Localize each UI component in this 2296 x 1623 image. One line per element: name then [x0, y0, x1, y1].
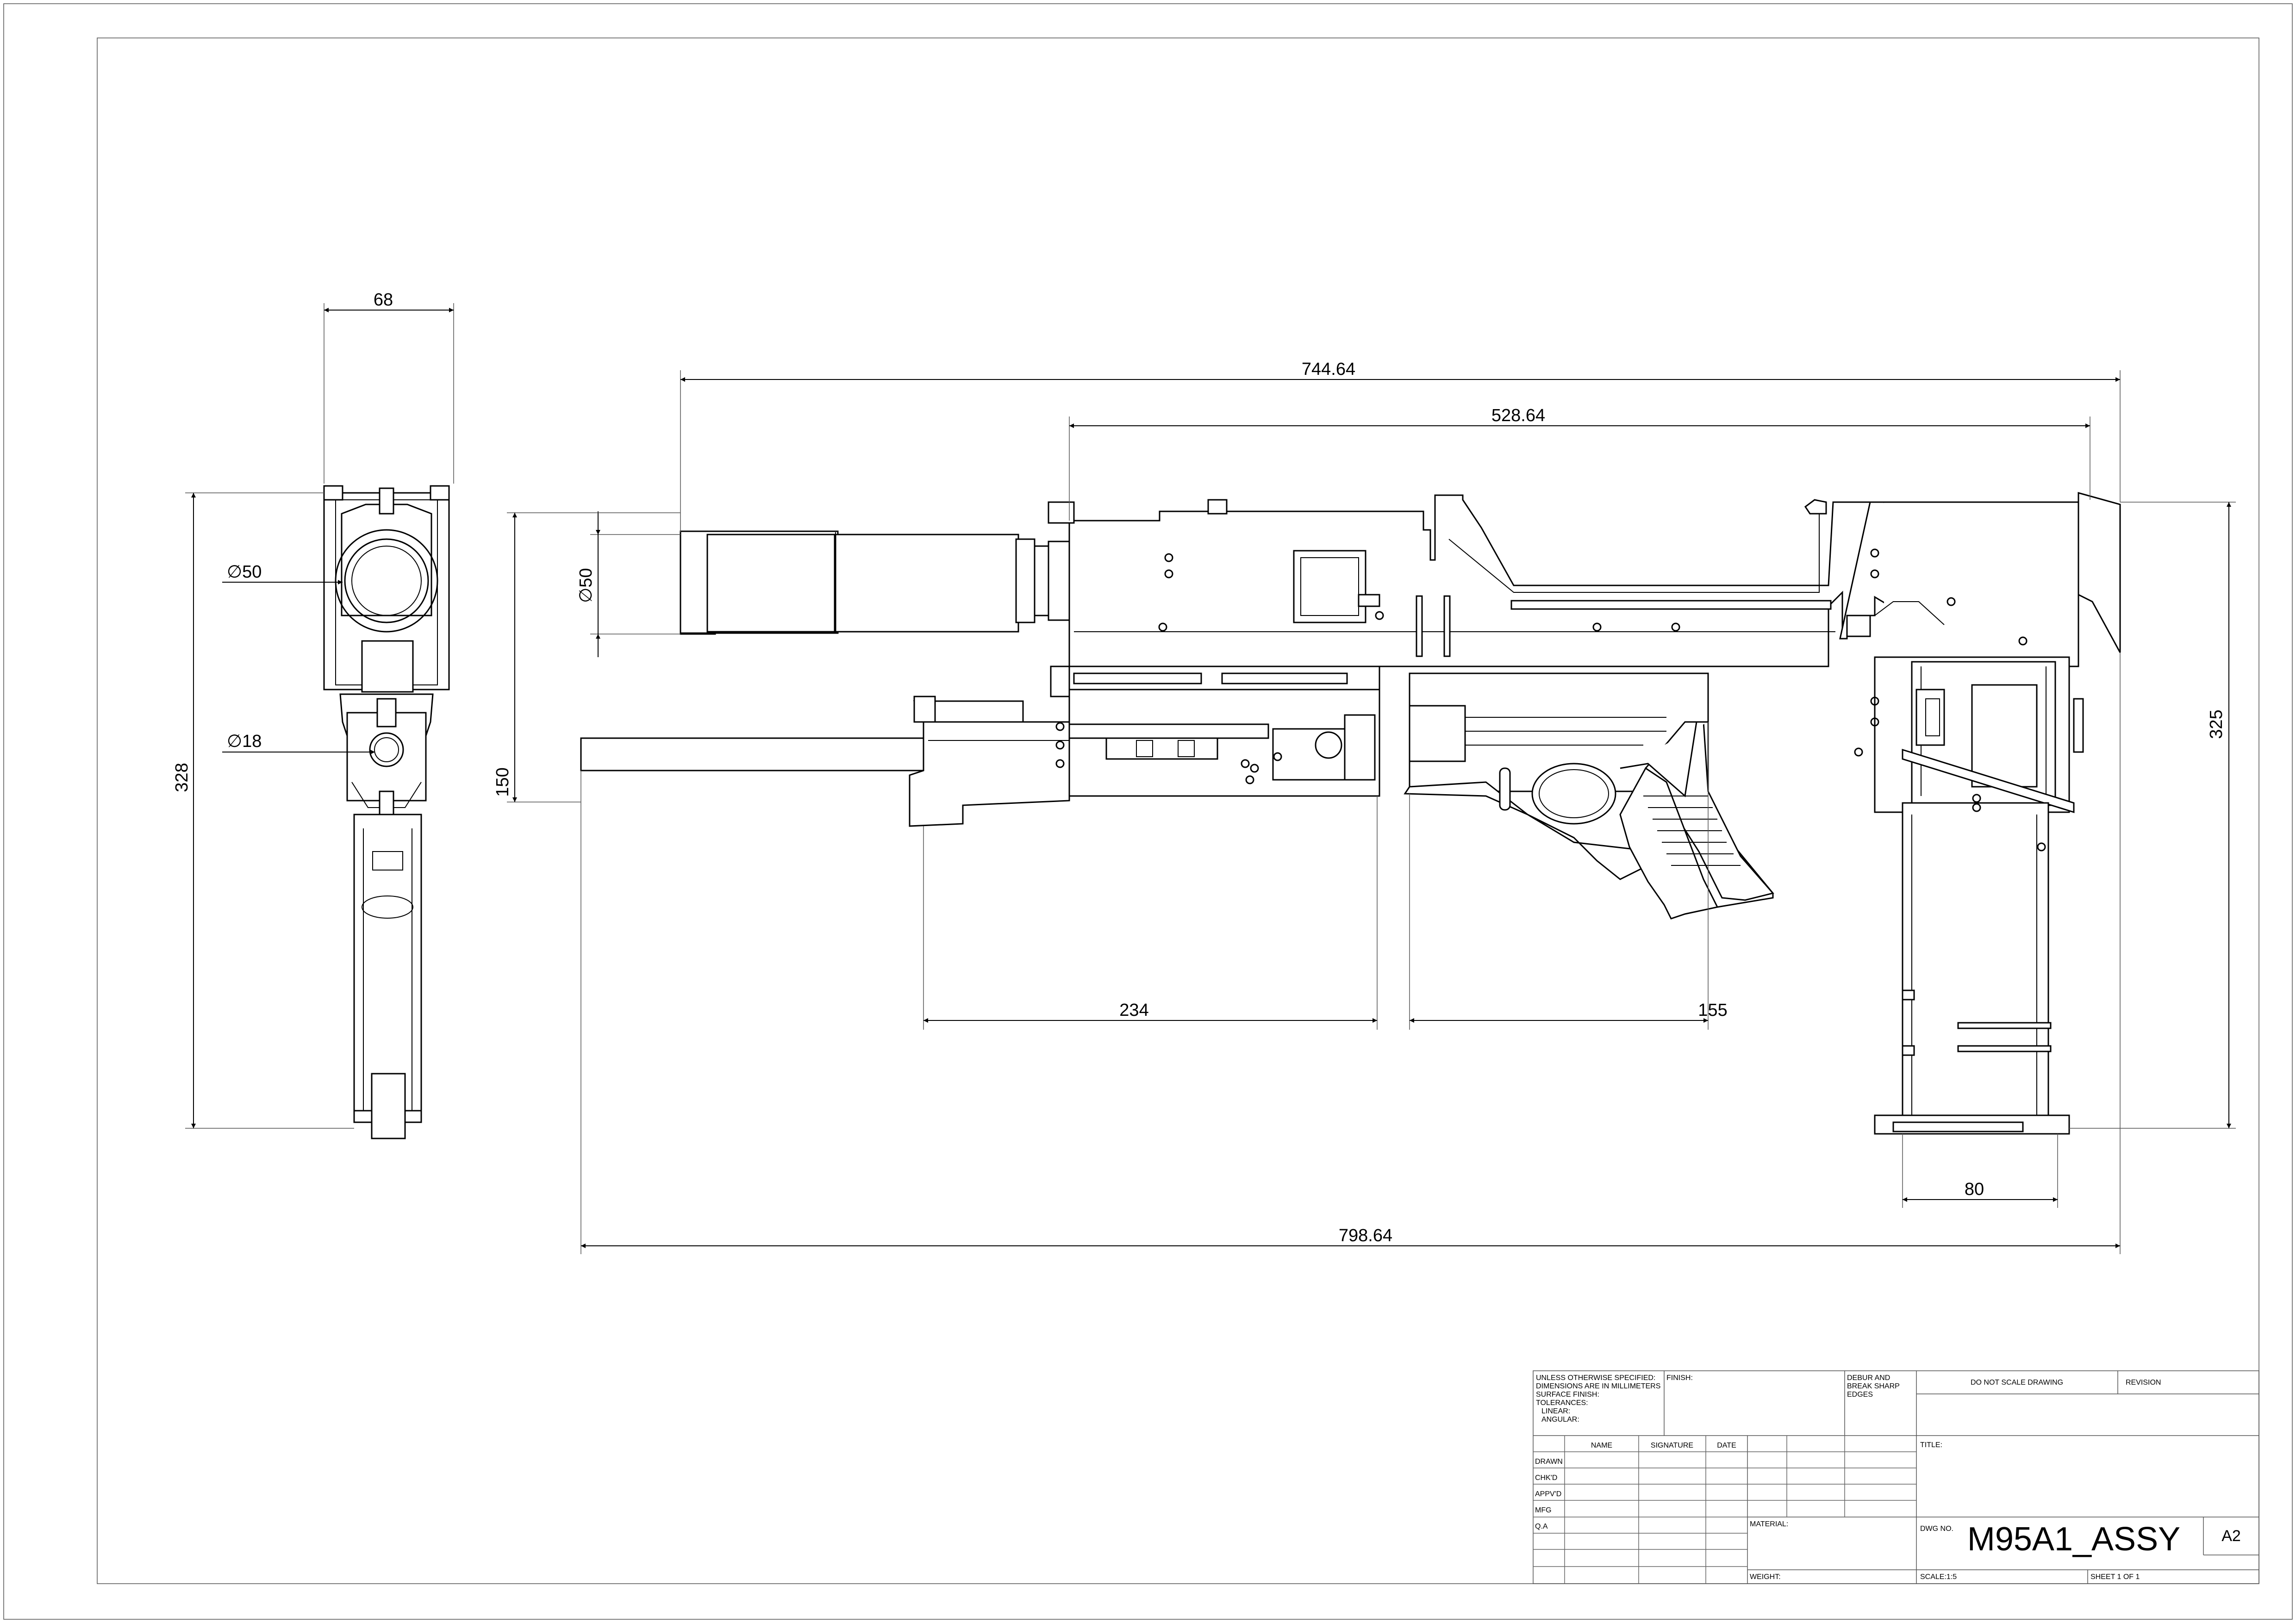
tb-note-2: DIMENSIONS ARE IN MILLIMETERS — [1536, 1382, 1660, 1390]
tb-revision: REVISION — [2126, 1379, 2161, 1387]
tb-row-qa: Q.A — [1535, 1523, 1548, 1530]
dim-side-receiver-length: 528.64 — [1491, 406, 1545, 425]
tb-note-6: ANGULAR: — [1541, 1416, 1579, 1424]
dim-side-upper-length: 744.64 — [1302, 360, 1355, 379]
dim-front-dia-small: ∅18 — [227, 732, 262, 751]
title-block: UNLESS OTHERWISE SPECIFIED: DIMENSIONS A… — [1533, 1370, 2259, 1584]
front-view — [323, 485, 450, 1139]
tb-col-name: NAME — [1591, 1442, 1612, 1449]
dim-front-dia-large: ∅50 — [227, 562, 262, 582]
tb-finish: FINISH: — [1666, 1374, 1693, 1382]
tb-row-drawn: DRAWN — [1535, 1458, 1563, 1466]
dim-side-height-front: 150 — [493, 767, 512, 796]
tb-scale: SCALE:1:5 — [1920, 1573, 1957, 1581]
tb-weight: WEIGHT: — [1750, 1573, 1781, 1581]
tb-note-4: TOLERANCES: — [1536, 1399, 1588, 1407]
tb-dwg-no-label: DWG NO. — [1920, 1525, 1953, 1533]
tb-note-3: SURFACE FINISH: — [1536, 1391, 1599, 1399]
dim-side-height-total: 325 — [2207, 709, 2226, 739]
tb-row-appvd: APPV'D — [1535, 1490, 1561, 1498]
tb-title-label: TITLE: — [1920, 1441, 1942, 1449]
dim-front-width: 68 — [374, 290, 393, 310]
sheet-outer-border — [3, 3, 2293, 1620]
tb-debur-2: BREAK SHARP — [1847, 1382, 1900, 1390]
tb-col-date: DATE — [1717, 1442, 1736, 1449]
tb-row-chkd: CHK'D — [1535, 1474, 1557, 1482]
side-view — [580, 492, 2121, 1135]
tb-row-mfg: MFG — [1535, 1506, 1552, 1514]
dim-front-height: 328 — [172, 763, 192, 792]
tb-sheet-size: A2 — [2221, 1527, 2241, 1545]
dim-side-mag-width: 80 — [1965, 1180, 1984, 1199]
side-view-dimensions: 744.64 528.64 ∅50 150 325 234 155 — [493, 360, 2236, 1254]
tb-note-5: LINEAR: — [1541, 1407, 1570, 1415]
tb-do-not-scale: DO NOT SCALE DRAWING — [1971, 1379, 2063, 1387]
dim-side-barrel-dia: ∅50 — [576, 568, 596, 603]
dim-side-overall: 798.64 — [1339, 1226, 1392, 1245]
tb-debur-3: EDGES — [1847, 1391, 1873, 1399]
tb-col-signature: SIGNATURE — [1651, 1442, 1693, 1449]
tb-note-1: UNLESS OTHERWISE SPECIFIED: — [1536, 1374, 1655, 1382]
tb-dwg-no: M95A1_ASSY — [1967, 1521, 2180, 1558]
dim-side-lower-left: 234 — [1119, 1001, 1148, 1020]
tb-debur-1: DEBUR AND — [1847, 1374, 1890, 1382]
tb-material: MATERIAL: — [1750, 1520, 1788, 1528]
tb-sheet: SHEET 1 OF 1 — [2090, 1573, 2140, 1581]
front-view-dimensions: 68 328 ∅50 ∅18 — [172, 290, 454, 1129]
dim-side-lower-right: 155 — [1698, 1001, 1727, 1020]
sheet-inner-border — [97, 37, 2259, 1584]
